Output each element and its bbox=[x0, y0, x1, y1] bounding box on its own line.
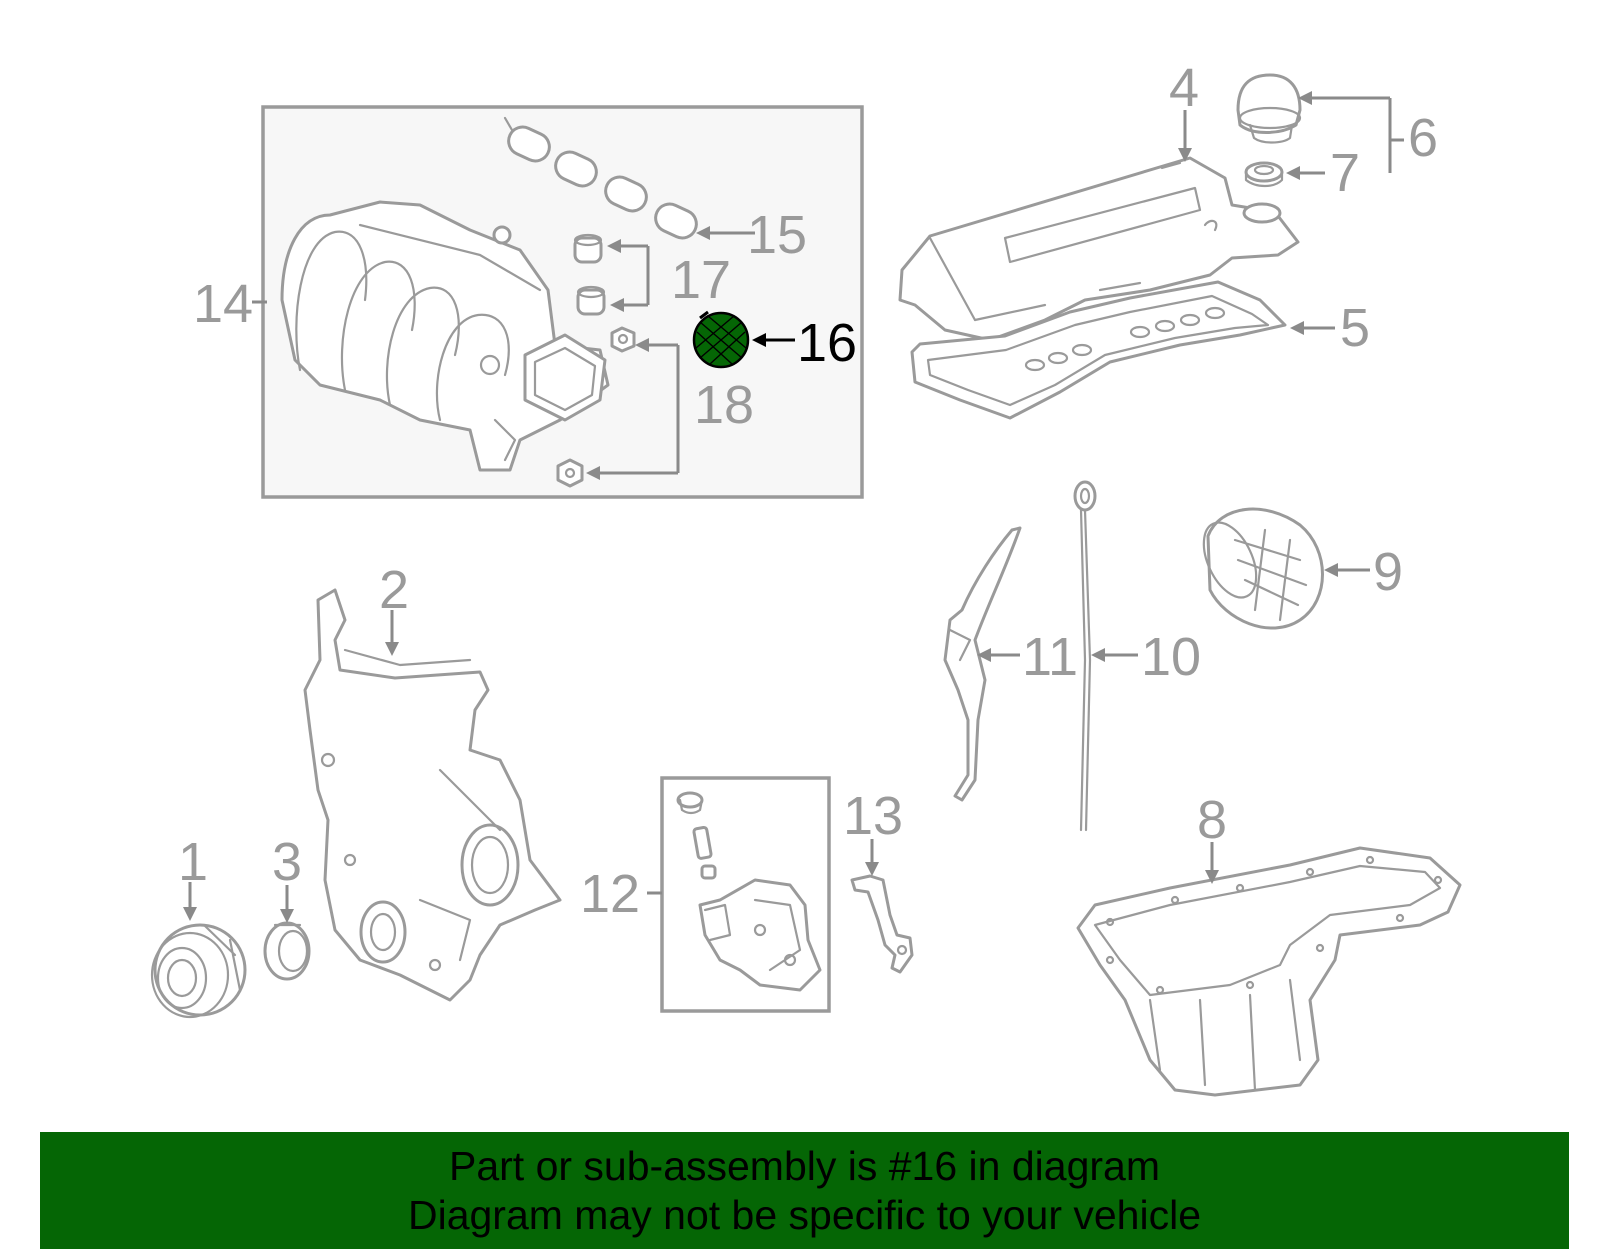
leaders-top-right bbox=[1178, 91, 1404, 335]
callout-9: 9 bbox=[1373, 542, 1403, 602]
oil-filter-part-9[interactable] bbox=[1193, 507, 1324, 630]
valve-cover-part-4[interactable] bbox=[898, 156, 1300, 342]
callout-18: 18 bbox=[694, 375, 754, 435]
leader-13 bbox=[865, 839, 879, 876]
pulley-part-1[interactable] bbox=[150, 923, 247, 1019]
callout-15: 15 bbox=[747, 205, 807, 265]
timing-cover-part-2[interactable] bbox=[303, 588, 562, 1002]
leader-3 bbox=[280, 885, 294, 923]
callout-14: 14 bbox=[193, 274, 253, 334]
callout-12: 12 bbox=[580, 864, 640, 924]
oil-pump-part-12[interactable] bbox=[676, 791, 822, 992]
callout-1: 1 bbox=[178, 832, 208, 892]
nut-part-18[interactable] bbox=[556, 326, 636, 488]
callout-6: 6 bbox=[1408, 108, 1438, 168]
leader-2 bbox=[385, 610, 399, 656]
filler-cap-part-6[interactable] bbox=[1236, 73, 1302, 144]
banner-line-disclaimer: Diagram may not be specific to your vehi… bbox=[407, 1192, 1201, 1238]
dipstick-part-10[interactable] bbox=[1073, 480, 1097, 832]
callout-5: 5 bbox=[1340, 298, 1370, 358]
callout-13: 13 bbox=[843, 786, 903, 846]
leaders-box-14 bbox=[252, 226, 795, 480]
leaders-10-11 bbox=[977, 648, 1138, 662]
callout-17: 17 bbox=[671, 250, 731, 310]
callout-7: 7 bbox=[1330, 143, 1360, 203]
dipstick-guide-part-11[interactable] bbox=[943, 526, 1022, 802]
callout-11: 11 bbox=[1022, 627, 1078, 687]
leader-9 bbox=[1324, 563, 1370, 577]
intake-manifold-part-14[interactable] bbox=[280, 200, 610, 472]
callout-10: 10 bbox=[1141, 627, 1201, 687]
pan-bolt-holes bbox=[1105, 855, 1443, 995]
leader-1 bbox=[183, 882, 197, 921]
intake-gasket-part-15[interactable] bbox=[503, 116, 701, 243]
leader-8 bbox=[1205, 842, 1219, 884]
strainer-part-13[interactable] bbox=[850, 874, 914, 974]
highlighted-part-16[interactable] bbox=[692, 310, 750, 369]
plug-part-17[interactable] bbox=[573, 233, 606, 316]
oil-pan-part-8[interactable] bbox=[1076, 846, 1462, 1097]
callouts: 1 2 3 4 5 6 7 8 9 10 11 12 13 14 15 16 1… bbox=[178, 58, 1438, 924]
seal-part-7[interactable] bbox=[1244, 161, 1284, 188]
callout-16-highlighted: 16 bbox=[797, 313, 857, 373]
callout-3: 3 bbox=[272, 832, 302, 892]
gasket-holes bbox=[1024, 306, 1226, 372]
callout-8: 8 bbox=[1197, 790, 1227, 850]
callout-2: 2 bbox=[379, 560, 409, 620]
oil-seal-part-3[interactable] bbox=[263, 921, 311, 981]
valve-cover-gasket-part-5[interactable] bbox=[910, 280, 1287, 420]
callout-4: 4 bbox=[1169, 58, 1199, 118]
banner-line-part-number: Part or sub-assembly is #16 in diagram bbox=[449, 1143, 1160, 1189]
info-banner: Part or sub-assembly is #16 in diagram D… bbox=[40, 1132, 1569, 1249]
